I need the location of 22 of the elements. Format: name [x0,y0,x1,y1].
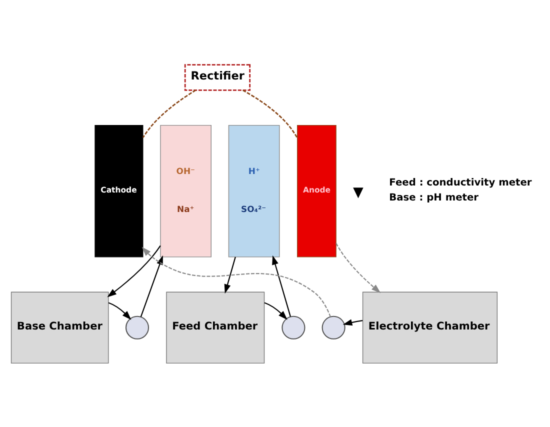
arrow [264,302,288,320]
arrow [224,256,236,294]
node-box: Base Chamber [10,291,109,364]
connector [242,89,298,138]
node-circle [322,315,346,339]
node-box: OH⁻ Na⁺ [160,124,212,257]
node-box: Feed Chamber [166,291,265,364]
legend-label: Feed : conductivity meter [389,177,532,188]
connector [142,89,196,138]
arrow [336,242,381,293]
node-circle [282,315,306,339]
legend-label: Base : pH meter [389,192,479,203]
arrow [342,318,363,326]
node-box: Electrolyte Chamber [362,291,498,364]
node-box: H⁺ SO₄²⁻ [228,124,280,257]
node-circle [125,315,150,339]
arrow [107,244,161,297]
arrow [140,254,163,316]
arrow [108,302,132,320]
node-box: Rectifier [184,64,251,90]
arrow [272,254,291,316]
arrow [142,246,331,317]
